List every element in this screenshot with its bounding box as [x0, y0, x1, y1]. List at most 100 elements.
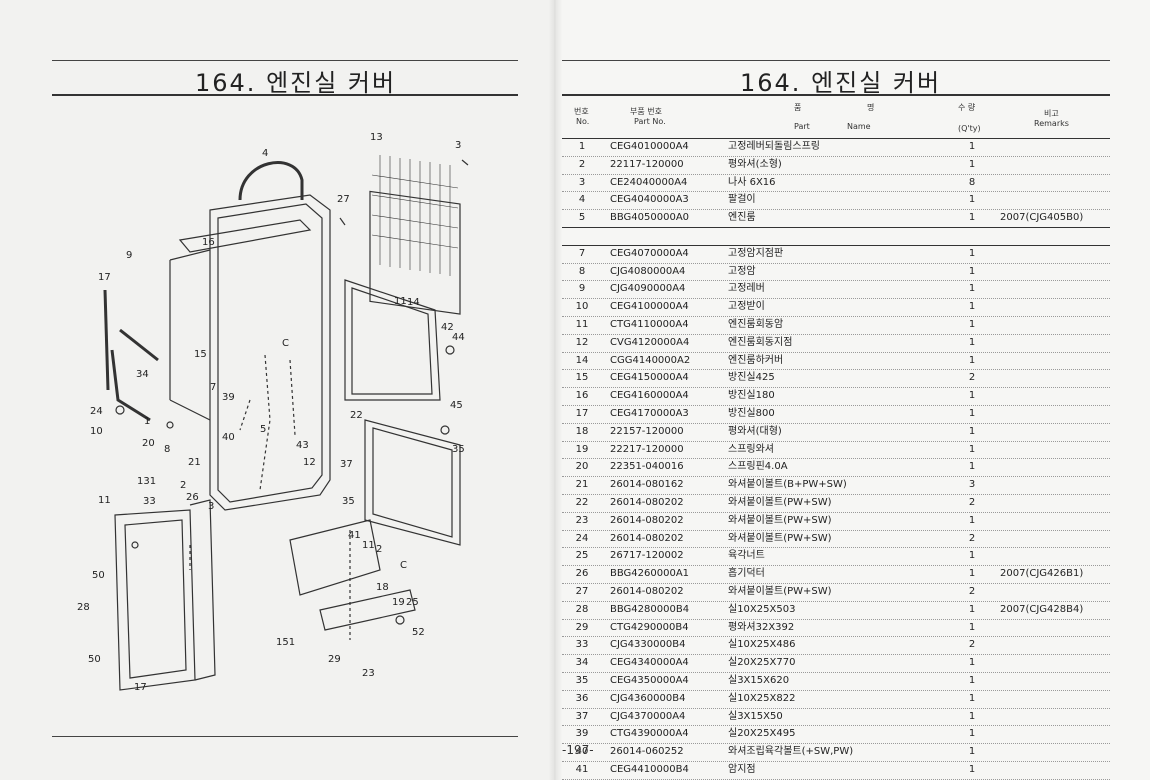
- item-number: 35: [575, 674, 589, 686]
- part-name: 흡기덕터: [728, 568, 765, 580]
- callout: 37: [340, 459, 353, 470]
- callout: 10: [90, 426, 103, 437]
- part-name: 엔진룸: [728, 212, 756, 224]
- callout: 39: [222, 392, 235, 403]
- part-name: 육각너트: [728, 550, 765, 562]
- book-gutter: [548, 0, 562, 780]
- item-number: 21: [575, 479, 589, 491]
- item-number: 36: [575, 692, 589, 704]
- quantity: 3: [968, 479, 976, 491]
- callout: 2: [180, 480, 186, 491]
- quantity: 1: [968, 568, 976, 580]
- item-number: 19: [575, 443, 589, 455]
- item-number: 29: [575, 621, 589, 633]
- part-name: 실20X25X495: [728, 728, 796, 740]
- callout: 11: [362, 540, 375, 551]
- part-name: 와셔조립육각볼트(+SW,PW): [728, 746, 854, 758]
- part-number: 26014-080202: [610, 514, 684, 526]
- item-number: 14: [575, 354, 589, 366]
- right-page-title: 164. 엔진실 커버: [740, 69, 942, 97]
- callout: 11: [394, 296, 407, 307]
- grille: [369, 190, 461, 315]
- item-number: 22: [575, 496, 589, 508]
- part-name: 실3X15X620: [728, 674, 790, 686]
- part-number: 26717-120002: [610, 550, 684, 562]
- item-number: 26: [575, 568, 589, 580]
- part-number: 26014-080202: [610, 496, 684, 508]
- callout: 151: [276, 637, 295, 648]
- callout: 1: [144, 416, 150, 427]
- callout: 27: [337, 194, 350, 205]
- part-name: 평와셔(소형): [728, 158, 782, 170]
- part-name: 와셔붙이볼트(PW+SW): [728, 585, 832, 597]
- callout: 24: [90, 406, 103, 417]
- part-number: CGG4140000A2: [610, 354, 691, 366]
- quantity: 1: [968, 283, 976, 295]
- part-number: CEG4410000B4: [610, 763, 689, 775]
- item-number: 2: [578, 158, 586, 170]
- callout: 44: [452, 332, 465, 343]
- item-number: 1: [578, 141, 586, 152]
- part-number: CJG4360000B4: [610, 692, 686, 704]
- part-number: BBG4260000A1: [610, 568, 690, 580]
- part-number: CEG4010000A4: [610, 141, 689, 152]
- part-name: 평와셔(대형): [728, 425, 782, 437]
- callout: 4: [262, 148, 268, 159]
- part-name: 나사 6X16: [728, 176, 776, 188]
- part-number: CEG4350000A4: [610, 674, 689, 686]
- part-number: 22217-120000: [610, 443, 684, 455]
- part-number: CTG4390000A4: [610, 728, 689, 740]
- quantity: 1: [968, 514, 976, 526]
- part-number: CEG4040000A3: [610, 194, 689, 206]
- item-number: 20: [575, 461, 589, 473]
- callout: 8: [164, 444, 170, 455]
- callout: 23: [362, 668, 375, 679]
- item-number: 10: [575, 301, 589, 313]
- table-row: 35 CEG4350000A4 실3X15X620 1: [562, 673, 1110, 691]
- part-name: 고정레버되돌림스프링: [728, 141, 820, 152]
- callout: 43: [296, 440, 309, 451]
- item-number: 17: [575, 407, 589, 419]
- callout: 20: [142, 438, 155, 449]
- quantity: 1: [968, 390, 976, 402]
- diagram-callouts: 13 3 4 27 16 9 17 14 42 44 15 34 7 39 45…: [77, 132, 465, 693]
- part-number: 22117-120000: [610, 158, 684, 170]
- left-title-rule: [52, 94, 518, 96]
- page-number: -197-: [562, 743, 594, 757]
- part-number: 26014-080202: [610, 532, 684, 544]
- callout: 3: [455, 140, 461, 151]
- part-number: CEG4160000A4: [610, 390, 689, 402]
- callout: 28: [77, 602, 90, 613]
- header-name-ko-2: 명: [867, 103, 875, 112]
- part-number: BBG4280000B4: [610, 603, 690, 615]
- callout: 45: [450, 400, 463, 411]
- arm-assembly: [289, 519, 381, 596]
- quantity: 1: [968, 746, 976, 758]
- part-number: BBG4050000A0: [610, 212, 690, 224]
- callout: 15: [194, 349, 207, 360]
- part-number: CTG4110000A4: [610, 318, 689, 330]
- quantity: 2: [968, 532, 976, 544]
- item-number: 11: [575, 318, 589, 330]
- item-number: 16: [575, 390, 589, 402]
- item-number: 27: [575, 585, 589, 597]
- callout: 19: [392, 597, 405, 608]
- part-number: CJG4330000B4: [610, 639, 686, 651]
- quantity: 1: [968, 674, 976, 686]
